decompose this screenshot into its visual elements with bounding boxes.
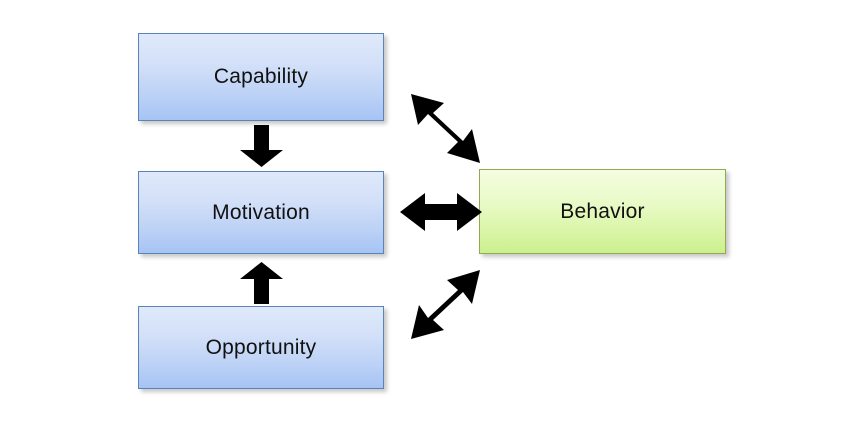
arrow-opportunity-behavior-icon (411, 270, 480, 339)
node-capability[interactable]: Capability (138, 33, 384, 121)
node-capability-label: Capability (213, 65, 309, 88)
arrow-capability-to-motivation-icon (240, 125, 283, 167)
node-motivation-label: Motivation (212, 200, 310, 224)
node-motivation[interactable]: Motivation (138, 171, 384, 254)
node-opportunity-label: Opportunity (205, 335, 317, 359)
node-behavior[interactable]: Behavior (479, 169, 726, 254)
arrow-capability-behavior-icon (411, 94, 480, 163)
arrow-motivation-behavior-icon (400, 193, 482, 231)
node-opportunity[interactable]: Opportunity (138, 306, 384, 389)
node-behavior-label: Behavior (560, 199, 645, 223)
arrow-opportunity-to-motivation-icon (240, 262, 283, 304)
